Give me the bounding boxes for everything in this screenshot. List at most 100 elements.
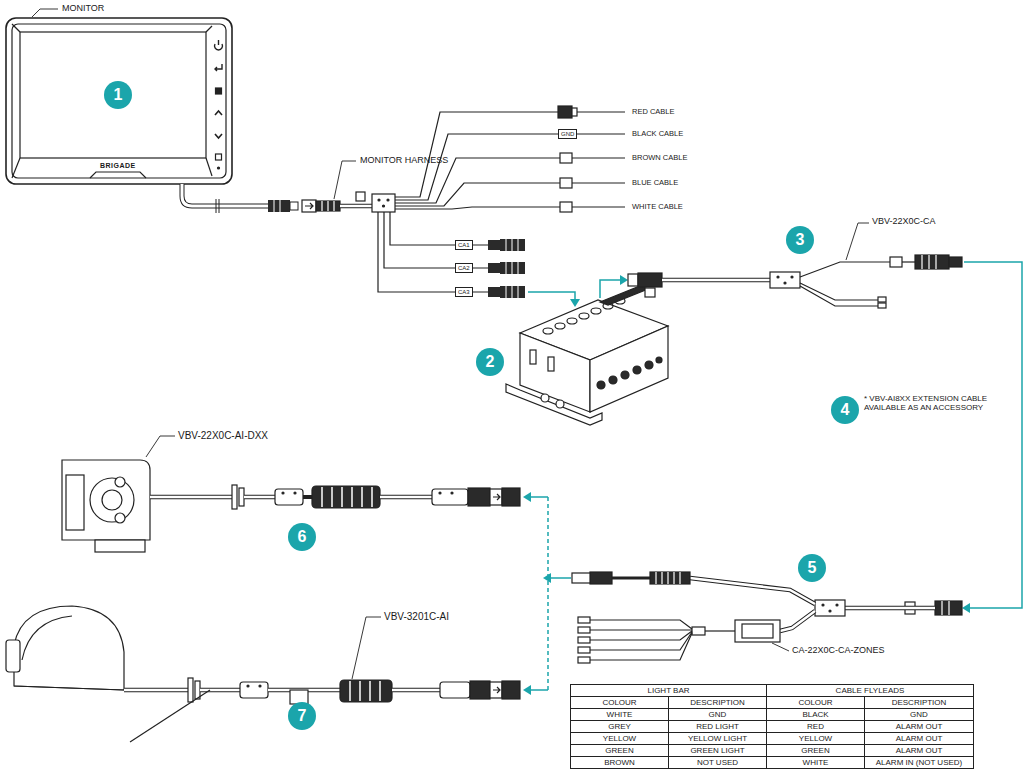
cable-3	[645, 288, 655, 297]
table-cell: GREEN	[767, 745, 865, 757]
monitor-harness	[500, 286, 525, 298]
label-text: VBV-22X0C-CA	[872, 216, 936, 226]
table-cell: YELLOW LIGHT	[669, 733, 767, 745]
camera-7	[247, 685, 249, 687]
monitor-cable	[216, 199, 217, 213]
label-text: GND	[561, 131, 574, 137]
camera-6	[502, 488, 520, 506]
cable-5	[845, 606, 935, 611]
control-module	[645, 361, 653, 369]
wire-tag: CA1	[455, 240, 473, 250]
table-row: GREYRED LIGHTREDALARM OUT	[571, 721, 974, 733]
monitor-drawing	[215, 134, 222, 138]
monitor-harness	[512, 286, 513, 298]
control-module	[555, 323, 565, 329]
monitor-cable	[274, 200, 275, 212]
table-text: YELLOW LIGHT	[688, 734, 747, 743]
callout-number: 3	[786, 226, 814, 254]
cable-5	[780, 611, 815, 631]
cable-5	[590, 633, 692, 660]
cable-5	[941, 601, 942, 615]
cable-5	[935, 601, 962, 615]
control-module	[556, 400, 564, 408]
control-module	[597, 357, 662, 389]
leader-line	[32, 9, 869, 679]
monitor-drawing	[215, 64, 222, 71]
monitor-drawing	[12, 24, 20, 32]
monitor-harness	[395, 207, 625, 209]
camera-6	[322, 487, 372, 507]
control-module	[506, 286, 668, 425]
table-text: ALARM IN (NOT USED)	[876, 758, 963, 767]
cable-5	[590, 631, 692, 640]
monitor-harness	[316, 201, 340, 211]
wire-label: BROWN CABLE	[632, 154, 687, 162]
wire-colour-table: LIGHT BARCABLE FLYLEADSCOLOURDESCRIPTION…	[570, 684, 974, 769]
monitor-drawing	[90, 172, 146, 178]
monitor-harness	[506, 239, 518, 298]
camera-6	[282, 492, 284, 494]
camera-6	[62, 460, 520, 552]
cable-3	[662, 279, 770, 282]
camera-6	[380, 495, 432, 500]
camera-7	[240, 682, 268, 698]
monitor-cable	[290, 202, 298, 210]
table-text: ALARM OUT	[896, 746, 943, 755]
label-text: * VBV-AI8XX EXTENSION CABLE AVAILABLE AS…	[864, 394, 987, 412]
wire-label: WHITE CABLE	[632, 203, 683, 211]
control-module	[597, 381, 605, 389]
camera-6	[303, 495, 312, 499]
monitor-harness	[518, 286, 519, 298]
monitor-harness	[506, 286, 507, 298]
cable-5	[572, 573, 590, 583]
cable-5	[822, 604, 824, 606]
table-text: CABLE FLYLEADS	[836, 686, 905, 695]
table-cell: RED LIGHT	[669, 721, 767, 733]
table-text: ALARM OUT	[896, 722, 943, 731]
label-text: BROWN CABLE	[632, 153, 687, 162]
monitor-harness	[333, 201, 334, 211]
cable-5	[650, 572, 690, 584]
monitor-harness	[488, 239, 525, 298]
cable-5	[692, 627, 705, 635]
camera-7	[130, 690, 210, 742]
cable-5	[590, 632, 692, 650]
table-text: RED LIGHT	[696, 722, 739, 731]
control-module	[548, 357, 554, 371]
connection-arrow	[530, 689, 548, 691]
label-text: CA1	[458, 242, 470, 248]
monitor-harness	[321, 201, 322, 211]
cable-5	[590, 572, 612, 584]
callout-text: 6	[298, 529, 307, 545]
leader-line	[772, 643, 789, 651]
table-text: GND	[910, 710, 928, 719]
table-row: WHITEGNDBLACKGND	[571, 709, 974, 721]
arrow-head	[523, 492, 531, 502]
cable-3	[935, 255, 936, 269]
camera-6	[66, 475, 84, 530]
camera-6	[432, 489, 468, 505]
table-cell: BROWN	[571, 757, 669, 769]
monitor-harness	[327, 201, 328, 211]
note-text: * VBV-AI8XX EXTENSION CABLE AVAILABLE AS…	[864, 395, 1016, 413]
monitor-harness	[506, 239, 507, 251]
table-text: NOT USED	[697, 758, 738, 767]
label-text: VBV-22X0C-AI-DXX	[178, 430, 268, 441]
table-cell: DESCRIPTION	[865, 697, 974, 709]
table-text: GREEN	[801, 746, 829, 755]
camera-6	[490, 489, 502, 505]
camera-7	[124, 689, 188, 692]
camera-7	[392, 688, 440, 693]
part-label: VBV-22X0C-AI-DXX	[178, 430, 268, 441]
monitor-harness	[518, 262, 519, 274]
control-module	[567, 318, 577, 324]
wire-tag: CA2	[455, 263, 473, 273]
label-text: MONITOR HARNESS	[360, 155, 448, 165]
camera-6	[95, 540, 145, 552]
cable-5	[829, 610, 831, 612]
cable-3	[878, 297, 886, 302]
camera-7	[124, 688, 188, 693]
camera-6	[244, 496, 275, 499]
monitor-harness	[395, 183, 625, 206]
monitor-harness	[488, 287, 500, 297]
